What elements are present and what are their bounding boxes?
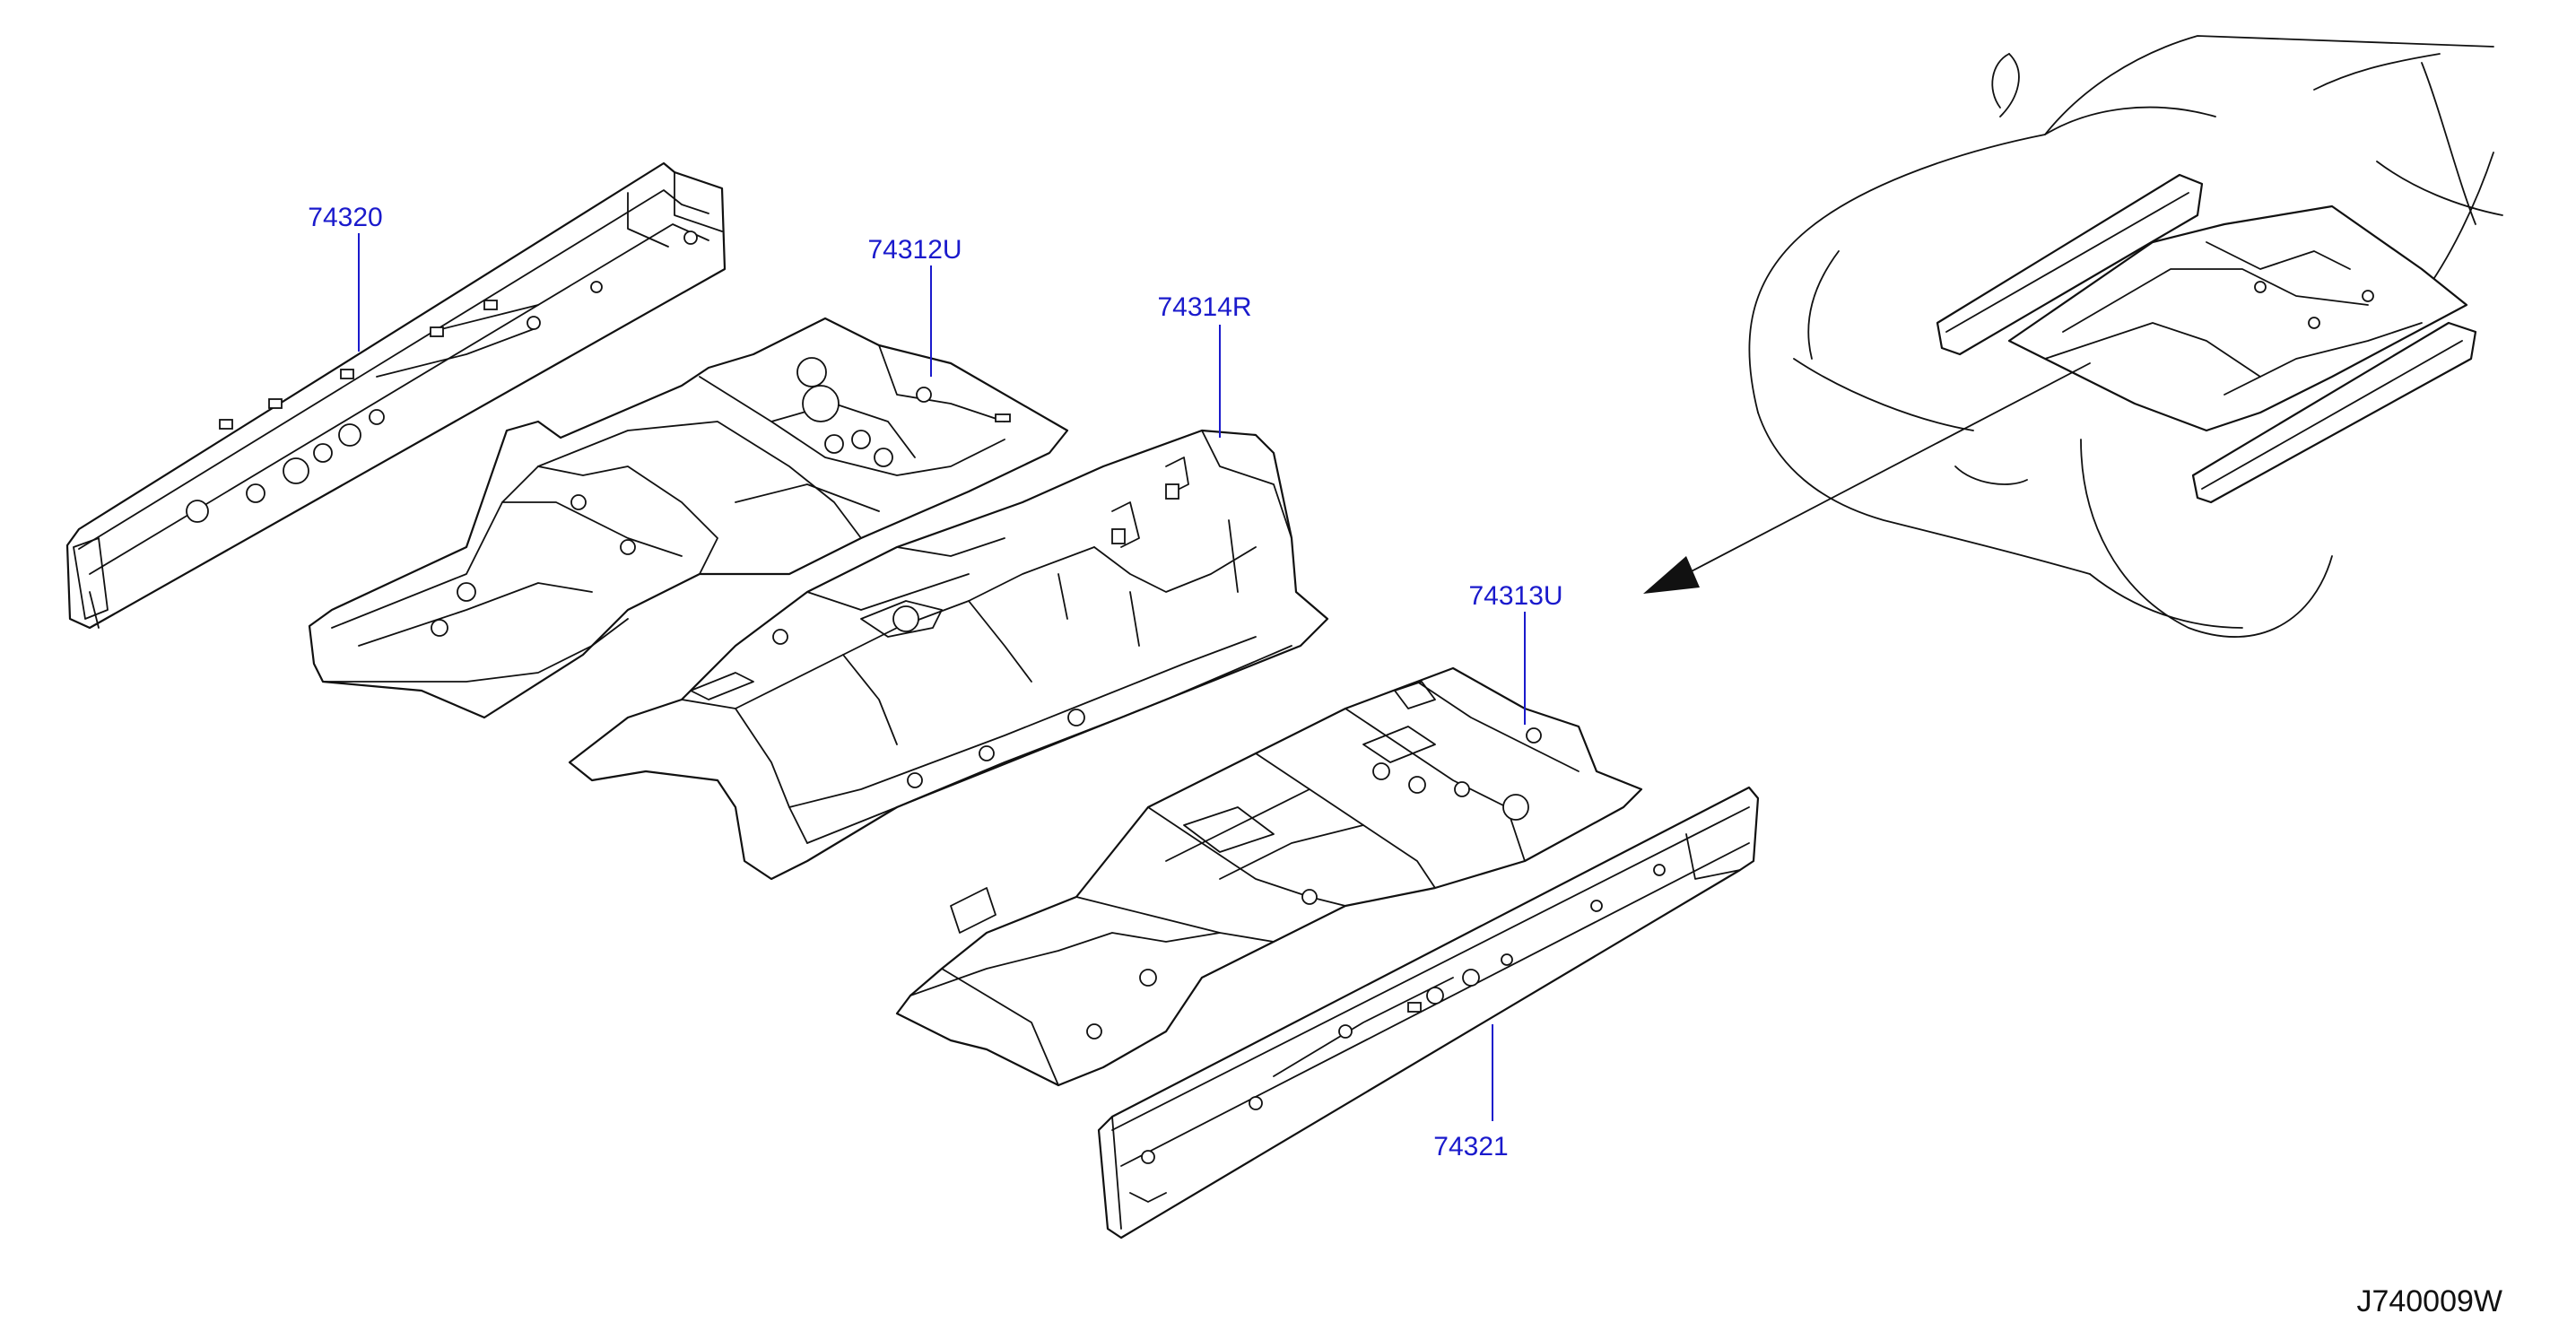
diagram-code: J740009W bbox=[2356, 1284, 2502, 1318]
part-74313U-rear-floor[interactable] bbox=[895, 666, 1643, 1087]
callout-74320[interactable]: 74320 bbox=[308, 203, 382, 232]
part-74312U-front-floor[interactable] bbox=[308, 317, 1069, 719]
part-74320-side-member[interactable] bbox=[65, 161, 727, 630]
part-74321-side-member[interactable] bbox=[1097, 786, 1760, 1240]
callout-74314R[interactable]: 74314R bbox=[1157, 292, 1251, 322]
vehicle-locator-sketch bbox=[1643, 35, 2503, 638]
callout-74312U[interactable]: 74312U bbox=[867, 235, 962, 265]
callout-74321[interactable]: 74321 bbox=[1433, 1132, 1508, 1161]
part-74314R-center-floor[interactable] bbox=[568, 429, 1329, 881]
callout-74313U[interactable]: 74313U bbox=[1468, 581, 1562, 611]
locator-arrowhead bbox=[1643, 556, 1700, 594]
